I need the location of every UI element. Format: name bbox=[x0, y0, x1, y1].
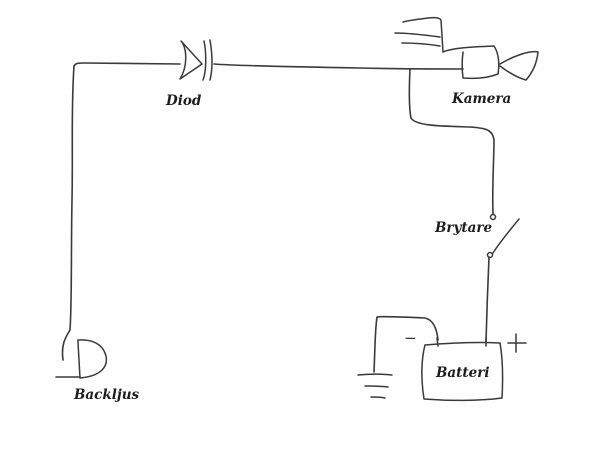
wire-diode-to-camera bbox=[213, 63, 464, 70]
camera-viewfinder-line bbox=[394, 32, 441, 38]
ground-line-2 bbox=[364, 385, 389, 388]
switch-contact-bottom bbox=[486, 251, 494, 259]
backlight-bulb bbox=[77, 339, 108, 379]
backlight-label: Backljus bbox=[73, 387, 140, 403]
camera-label: Kamera bbox=[451, 91, 511, 107]
switch-lever bbox=[492, 218, 520, 254]
diode-triangle bbox=[179, 40, 203, 80]
battery-body bbox=[421, 341, 504, 402]
camera-symbol bbox=[394, 16, 539, 81]
switch-contact-top bbox=[489, 213, 497, 221]
battery-symbol bbox=[421, 337, 504, 402]
wire-camera-to-switch bbox=[408, 68, 495, 215]
ground-line-3 bbox=[370, 396, 386, 399]
ground-line-1 bbox=[357, 373, 393, 376]
backlight-symbol bbox=[55, 339, 108, 379]
battery-negative-sign: − bbox=[404, 329, 417, 347]
wire-ground bbox=[373, 315, 439, 373]
diode-symbol bbox=[179, 39, 213, 81]
switch-symbol bbox=[486, 213, 520, 259]
ground-symbol bbox=[357, 373, 393, 399]
camera-body bbox=[442, 45, 500, 80]
camera-lens bbox=[499, 50, 539, 81]
diode-bar-2 bbox=[209, 39, 213, 81]
battery-label: Batteri bbox=[435, 365, 489, 381]
camera-viewfinder-line-2 bbox=[401, 42, 441, 47]
battery-negative-post bbox=[436, 337, 439, 347]
battery-positive-sign bbox=[507, 333, 527, 353]
diode-bar bbox=[202, 40, 207, 81]
switch-label: Brytare bbox=[434, 220, 492, 236]
wire-backlight-to-diode bbox=[61, 62, 181, 361]
diode-label: Diod bbox=[165, 93, 202, 109]
wire-switch-to-battery bbox=[485, 256, 490, 343]
camera-viewfinder bbox=[402, 16, 444, 53]
